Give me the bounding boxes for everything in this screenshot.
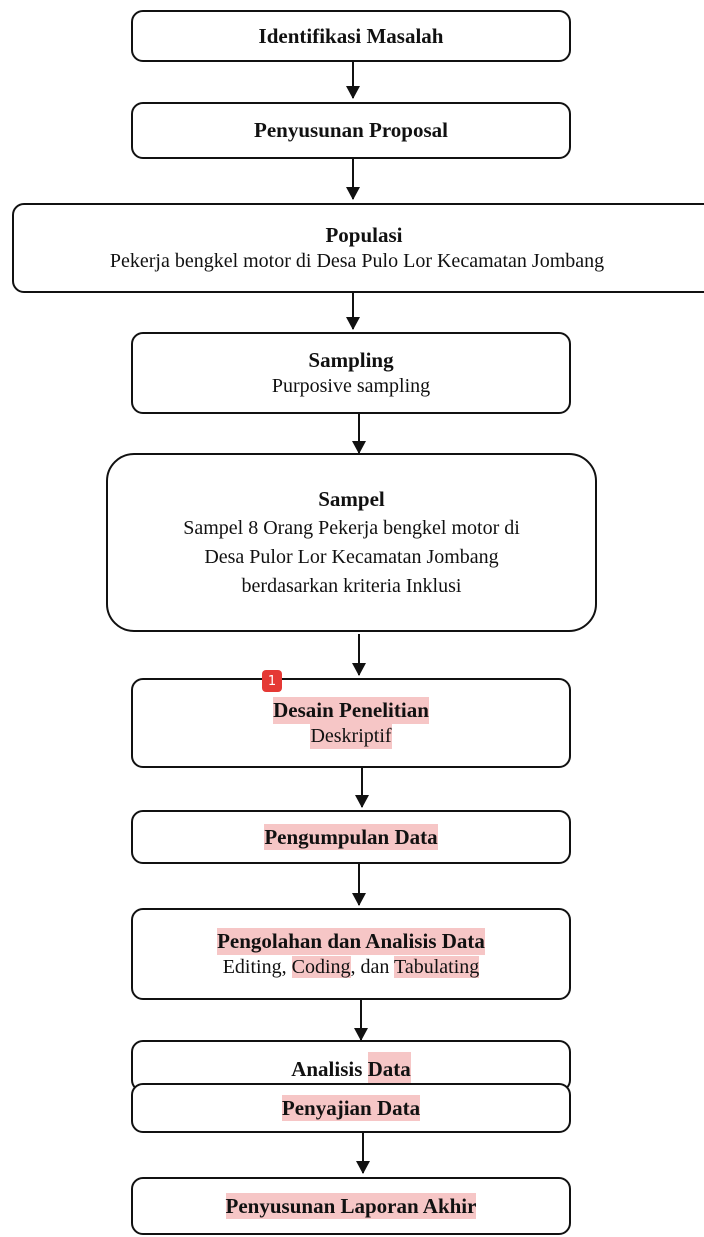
- node-desain-penelitian: Desain Penelitian Deskriptif: [131, 678, 571, 768]
- node-description-line: berdasarkan kriteria Inklusi: [241, 575, 462, 598]
- node-sampel: Sampel Sampel 8 Orang Pekerja bengkel mo…: [106, 453, 597, 632]
- node-description-line: Desa Pulor Lor Kecamatan Jombang: [204, 546, 499, 569]
- arrow-connector: [356, 1133, 370, 1174]
- node-identifikasi-masalah: Identifikasi Masalah: [131, 10, 571, 62]
- arrow-connector: [352, 634, 366, 676]
- node-description: Editing, Coding, dan Tabulating: [223, 955, 480, 980]
- arrow-connector: [355, 768, 369, 808]
- desc-part-coding: Coding: [291, 955, 351, 978]
- node-title: Penyusunan Proposal: [254, 118, 448, 143]
- node-title: Penyajian Data: [281, 1094, 421, 1122]
- node-title: Pengumpulan Data: [264, 823, 438, 851]
- annotation-badge: 1: [262, 670, 282, 692]
- node-title: Pengolahan dan Analisis Data: [217, 928, 485, 955]
- arrow-connector: [354, 1000, 368, 1041]
- arrow-connector: [346, 62, 360, 99]
- node-title: Identifikasi Masalah: [258, 23, 444, 48]
- node-title: Desain Penelitian: [273, 697, 429, 724]
- desc-part-tabulating: Tabulating: [394, 955, 480, 978]
- arrow-connector: [346, 293, 360, 330]
- node-description-line: Sampel 8 Orang Pekerja bengkel motor di: [183, 517, 520, 540]
- node-description: Deskriptif: [310, 723, 392, 749]
- desc-part-dan: , dan: [350, 955, 395, 978]
- node-populasi: Populasi Pekerja bengkel motor di Desa P…: [12, 203, 704, 293]
- node-penyusunan-proposal: Penyusunan Proposal: [131, 102, 571, 159]
- desc-part-editing: Editing,: [222, 955, 292, 978]
- node-title: Sampling: [308, 348, 394, 373]
- node-sampling: Sampling Purposive sampling: [131, 332, 571, 414]
- node-title: Populasi: [325, 223, 403, 248]
- node-pengolahan-analisis-data: Pengolahan dan Analisis Data Editing, Co…: [131, 908, 571, 1000]
- node-title: Sampel: [318, 486, 385, 511]
- node-description: Pekerja bengkel motor di Desa Pulo Lor K…: [109, 249, 605, 272]
- node-penyajian-data: Penyajian Data: [131, 1083, 571, 1133]
- node-title: Penyusunan Laporan Akhir: [225, 1192, 477, 1220]
- title-part-analisis: Analisis: [291, 1057, 368, 1081]
- node-description: Purposive sampling: [271, 374, 431, 397]
- arrow-connector: [352, 864, 366, 906]
- node-penyusunan-laporan-akhir: Penyusunan Laporan Akhir: [131, 1177, 571, 1235]
- arrow-connector: [346, 159, 360, 200]
- arrow-connector: [352, 414, 366, 454]
- node-pengumpulan-data: Pengumpulan Data: [131, 810, 571, 864]
- title-part-data: Data: [367, 1052, 411, 1087]
- node-title: Analisis Data: [291, 1052, 411, 1087]
